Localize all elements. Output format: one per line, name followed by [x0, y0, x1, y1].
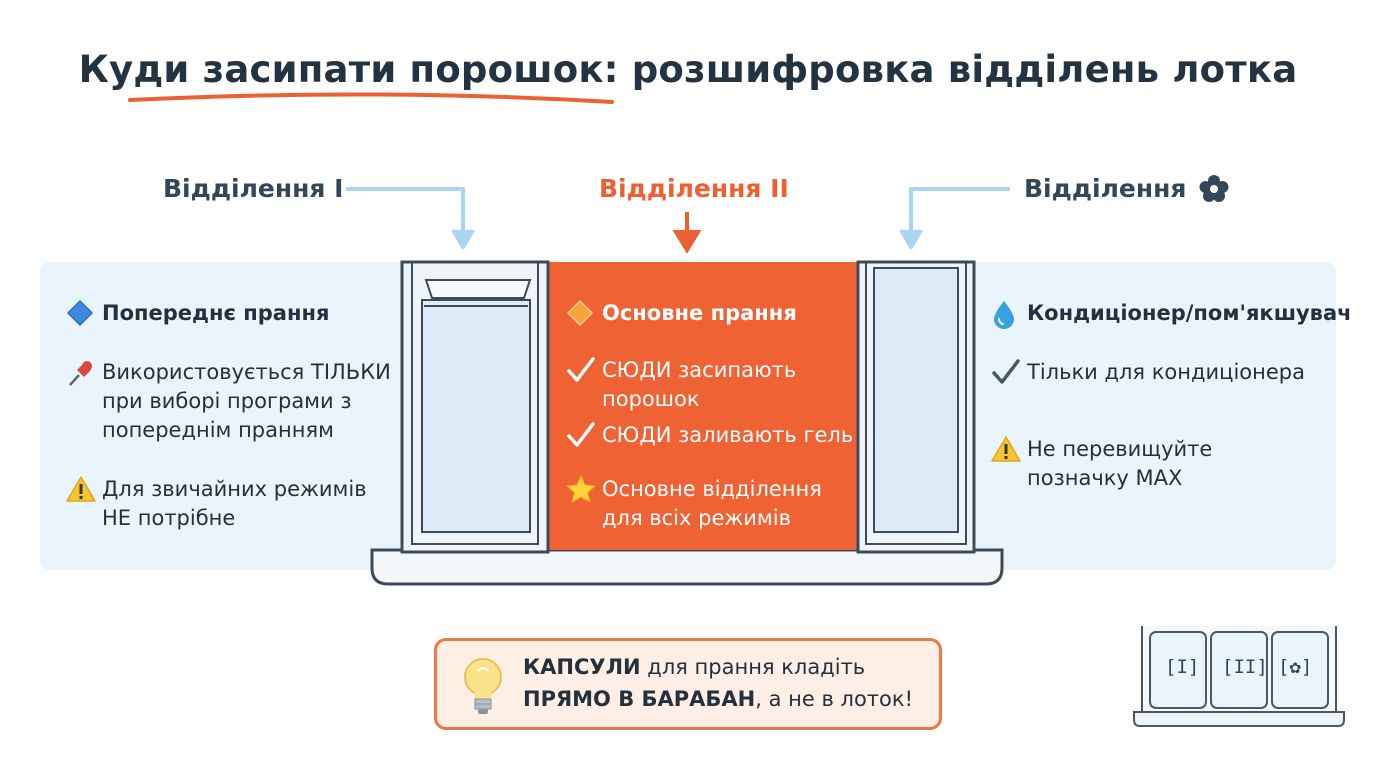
- blue-diamond-icon: [66, 299, 102, 327]
- section-3-line-1: Тільки для кондиціонера: [991, 358, 1321, 387]
- arrow-2: [672, 212, 702, 254]
- section-1-line-2-text: Для звичайних режимів НЕ потрібне: [102, 477, 367, 530]
- mini-label-2: [II]: [1222, 656, 1268, 678]
- warning-icon: [66, 475, 102, 503]
- pushpin-icon: [66, 358, 102, 388]
- section-3-heading: Кондиціонер/пом'якшувач: [991, 299, 1352, 329]
- section-3-line-2: Не перевищуйте позначку MAX: [991, 435, 1241, 493]
- section-3-line-2-text: Не перевищуйте позначку MAX: [1027, 437, 1213, 490]
- check-icon: [566, 356, 602, 384]
- section-3-heading-text: Кондиціонер/пом'якшувач: [1027, 301, 1352, 325]
- section-2-label: Відділення II: [599, 174, 789, 203]
- section-1-heading: Попереднє прання: [66, 299, 329, 328]
- star-icon: [566, 475, 602, 503]
- check-icon: [566, 421, 602, 449]
- arrows: [346, 187, 1010, 254]
- main-compartment: [548, 262, 858, 550]
- detergent-tray: [370, 260, 1004, 586]
- tip-bold-1: КАПСУЛИ: [523, 655, 641, 679]
- section-2-line-2-text: СЮДИ заливають гель: [602, 423, 854, 447]
- section-3-label: Відділення: [1024, 174, 1229, 203]
- section-3-line-1-text: Тільки для кондиціонера: [1027, 360, 1305, 384]
- mini-tray-outline: [1133, 626, 1345, 727]
- arrow-3: [899, 187, 1010, 249]
- droplet-icon: [991, 299, 1027, 329]
- left-info-panel: [40, 262, 410, 570]
- mini-label-1: [I]: [1165, 656, 1200, 678]
- section-3-label-text: Відділення: [1024, 174, 1187, 203]
- section-2-line-1-text: СЮДИ засипають порошок: [602, 358, 797, 411]
- tip-line-2: ПРЯМО В БАРАБАН, а не в лоток!: [523, 687, 913, 711]
- section-2-line-3-text: Основне відділення для всіх режимів: [602, 477, 822, 530]
- tip-bold-2: ПРЯМО В БАРАБАН: [523, 687, 756, 711]
- section-1-line-1: Використовується ТІЛЬКИ при виборі прогр…: [66, 358, 406, 445]
- mini-label-3: [✿]: [1278, 656, 1313, 678]
- section-2-line-3: Основне відділення для всіх режимів: [566, 475, 846, 533]
- section-2-heading-text: Основне прання: [602, 301, 797, 325]
- tip-line-1: КАПСУЛИ для прання кладіть: [523, 655, 865, 679]
- capsule-tip-box: КАПСУЛИ для прання кладіть ПРЯМО В БАРАБ…: [434, 638, 942, 730]
- title-underline: [128, 92, 614, 104]
- section-1-line-1-text: Використовується ТІЛЬКИ при виборі прогр…: [102, 360, 391, 442]
- check-icon: [991, 358, 1027, 386]
- mini-tray-diagram: [I] [II] [✿]: [1132, 624, 1346, 736]
- section-2-line-2: СЮДИ заливають гель: [566, 421, 856, 450]
- tip-rest-1: для прання кладіть: [640, 655, 866, 679]
- flower-icon: [1199, 175, 1229, 202]
- orange-diamond-icon: [566, 299, 602, 327]
- section-1-heading-text: Попереднє прання: [102, 301, 330, 325]
- tip-rest-2: , а не в лоток!: [755, 687, 913, 711]
- section-1-label: Відділення I: [163, 174, 344, 203]
- section-1-line-2: Для звичайних режимів НЕ потрібне: [66, 475, 396, 533]
- arrow-1: [346, 187, 475, 249]
- right-info-panel: [966, 262, 1336, 570]
- warning-icon: [991, 435, 1027, 463]
- page-title: Куди засипати порошок: розшифровка відді…: [78, 48, 1298, 91]
- section-2-heading: Основне прання: [566, 299, 797, 328]
- section-2-line-1: СЮДИ засипають порошок: [566, 356, 846, 414]
- lightbulb-icon: [464, 658, 502, 714]
